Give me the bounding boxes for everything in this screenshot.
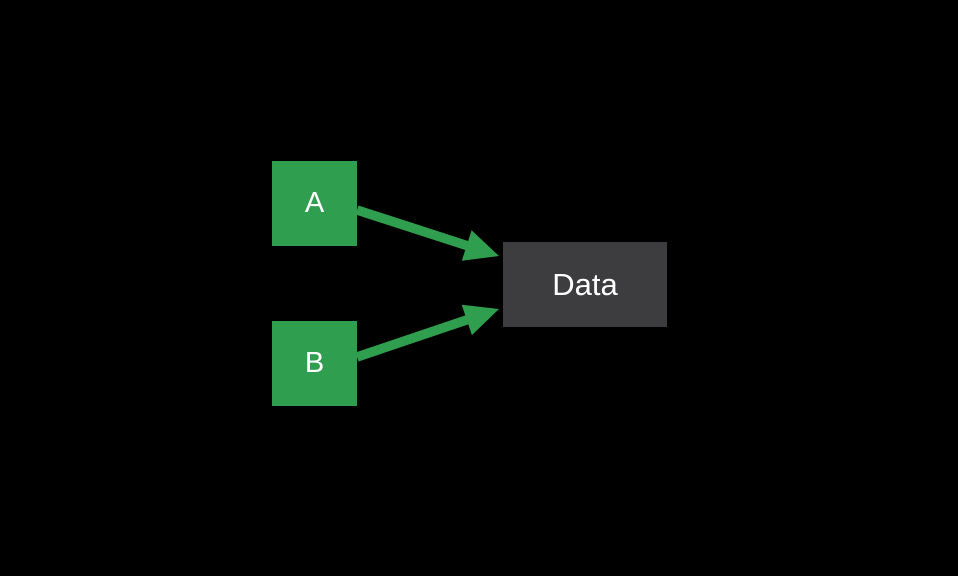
node-data: Data xyxy=(503,242,667,327)
node-b: B xyxy=(272,321,357,406)
arrow-a-to-data xyxy=(355,205,499,261)
arrow-a-head-icon xyxy=(461,230,499,261)
arrow-b-shaft xyxy=(355,314,471,362)
arrow-a-shaft xyxy=(355,205,471,251)
node-b-label: B xyxy=(304,347,325,379)
node-a: A xyxy=(272,161,357,246)
arrow-b-head-icon xyxy=(461,304,499,336)
arrow-b-to-data xyxy=(355,304,499,362)
node-a-label: A xyxy=(304,187,325,219)
node-data-label: Data xyxy=(552,266,618,302)
